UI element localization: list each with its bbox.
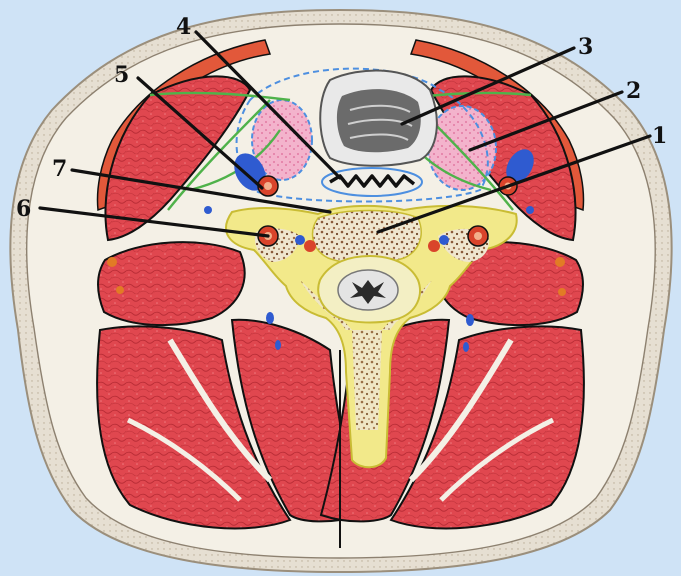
callout-3: 3	[578, 34, 593, 60]
callout-2: 2	[626, 78, 641, 104]
callout-7: 7	[52, 156, 67, 182]
lateral-neck-muscle-left	[98, 242, 245, 325]
callout-4: 4	[176, 14, 191, 40]
trachea	[320, 71, 437, 166]
callout-6: 6	[16, 196, 31, 222]
esophagus	[322, 168, 422, 196]
callout-1: 1	[652, 123, 667, 149]
callout-5: 5	[114, 62, 129, 88]
